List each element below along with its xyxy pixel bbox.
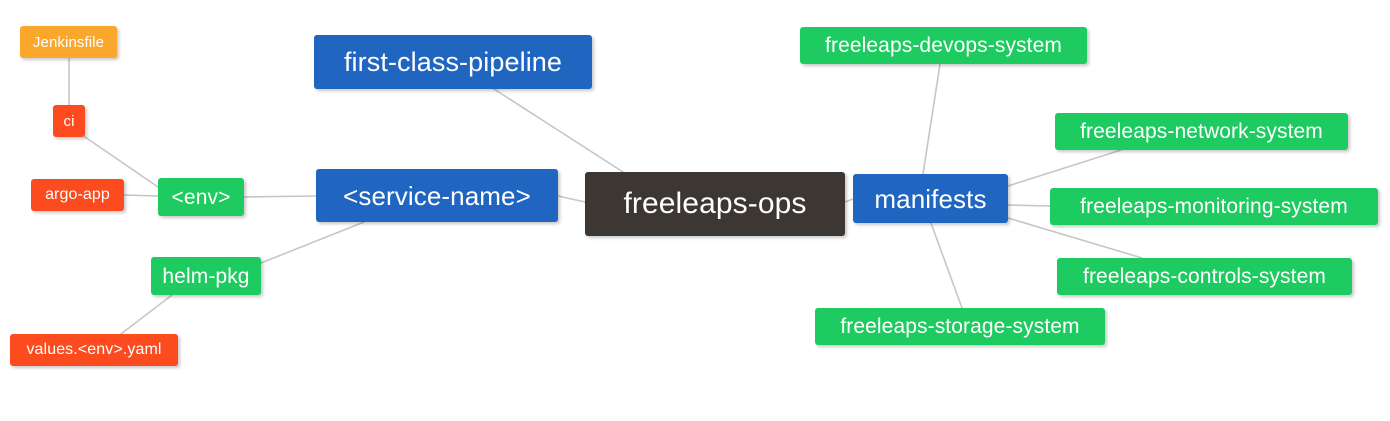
mindmap-node-helm-pkg[interactable]: helm-pkg [151,257,261,295]
mindmap-node-freeleaps-storage-system[interactable]: freeleaps-storage-system [815,308,1105,345]
mindmap-node-label: values.<env>.yaml [26,341,162,358]
mindmap-node-manifests[interactable]: manifests [853,174,1008,223]
edge-ops-pipeline [493,88,624,173]
mindmap-node-freeleaps-devops-system[interactable]: freeleaps-devops-system [800,27,1087,64]
edge-manifests-devops [922,63,941,175]
edge-service-helm [260,221,365,264]
mindmap-node-label: freeleaps-ops [623,187,807,220]
mindmap-node-env[interactable]: <env> [158,178,244,216]
mindmap-node-values-env-yaml[interactable]: values.<env>.yaml [10,334,178,366]
mindmap-node-label: <service-name> [343,180,531,211]
mindmap-node-label: freeleaps-devops-system [825,34,1062,57]
mindmap-node-label: <env> [171,185,231,209]
edge-manifests-monitoring [1007,204,1051,207]
edge-ops-service [557,195,586,203]
mindmap-node-label: Jenkinsfile [32,33,105,51]
mindmap-node-label: helm-pkg [162,264,250,288]
mindmap-node-label: manifests [874,183,987,214]
mindmap-node-freeleaps-ops[interactable]: freeleaps-ops [585,172,845,236]
mindmap-node-label: first-class-pipeline [343,46,563,77]
edge-service-env [243,195,317,198]
edge-manifests-network [1007,149,1122,187]
mindmap-node-label: freeleaps-network-system [1080,120,1323,143]
mindmap-node-freeleaps-network-system[interactable]: freeleaps-network-system [1055,113,1348,150]
edge-helm-values [120,294,173,335]
mindmap-node-label: freeleaps-storage-system [840,315,1080,338]
edge-manifests-storage [930,222,963,309]
edge-env-argo [123,194,159,197]
mindmap-node-freeleaps-controls-system[interactable]: freeleaps-controls-system [1057,258,1352,295]
mindmap-node-label: freeleaps-monitoring-system [1080,195,1348,218]
mindmap-node-service-name[interactable]: <service-name> [316,169,558,222]
edge-ops-manifests [844,198,854,203]
mindmap-node-label: ci [63,112,75,130]
mindmap-node-first-class-pipeline[interactable]: first-class-pipeline [314,35,592,89]
mindmap-node-argo-app[interactable]: argo-app [31,179,124,211]
mindmap-node-label: argo-app [45,186,110,203]
mindmap-node-jenkinsfile[interactable]: Jenkinsfile [20,26,117,58]
mindmap-node-label: freeleaps-controls-system [1083,265,1326,288]
mindmap-node-freeleaps-monitoring-system[interactable]: freeleaps-monitoring-system [1050,188,1378,225]
mindmap-node-ci[interactable]: ci [53,105,85,137]
